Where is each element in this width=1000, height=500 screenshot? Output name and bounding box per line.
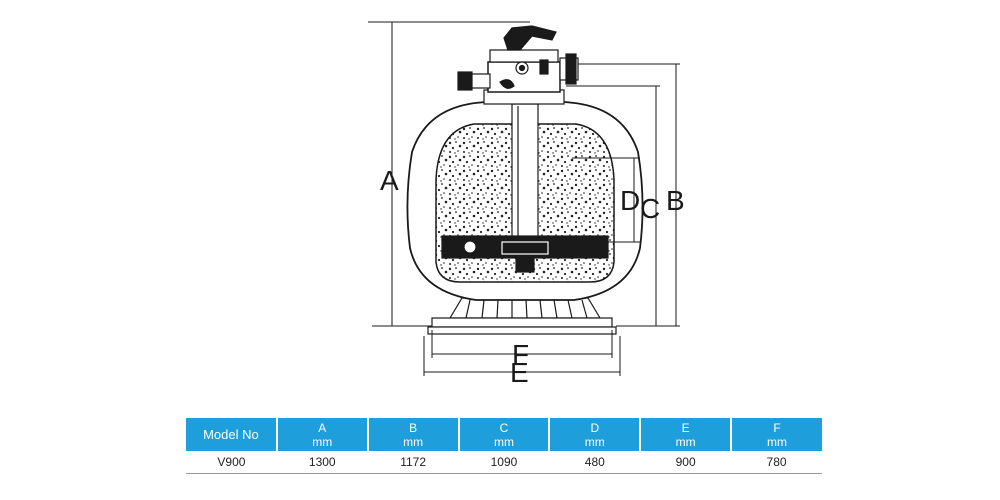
dimension-label-c: C: [640, 193, 660, 224]
header-c-unit: mm: [493, 434, 514, 449]
header-d-unit: mm: [584, 434, 605, 449]
multiport-valve: [457, 25, 579, 105]
cell-a: 1300: [276, 451, 368, 474]
cell-model: V900: [186, 451, 277, 474]
header-f-unit: mm: [767, 434, 788, 449]
header-e-label: E: [681, 420, 690, 435]
cell-b: 1172: [367, 451, 459, 474]
center-pipe: [511, 103, 539, 241]
dimension-label-f: F: [512, 339, 529, 370]
header-model-label: Model No: [203, 426, 259, 442]
laterals: [441, 235, 609, 273]
header-b-unit: mm: [403, 434, 424, 449]
cell-f: 780: [731, 451, 822, 474]
header-a-label: A: [318, 420, 327, 435]
cell-d: 480: [549, 451, 641, 474]
header-b-label: B: [409, 420, 418, 435]
header-e-unit: mm: [675, 434, 696, 449]
header-c-label: C: [499, 420, 509, 435]
dimension-label-d: D: [620, 185, 640, 216]
table-row: V900 1300 1172 1090 480 900 780: [186, 451, 822, 474]
header-d-label: D: [590, 420, 600, 435]
header-model: Model No: [186, 418, 278, 451]
dimension-label-b: B: [666, 185, 685, 216]
dimension-label-a: A: [380, 165, 399, 196]
dimension-label-e: E: [510, 357, 529, 388]
filter-base: [427, 297, 617, 335]
header-f-label: F: [773, 420, 781, 435]
cell-e: 900: [640, 451, 732, 474]
header-a-unit: mm: [312, 434, 333, 449]
cell-c: 1090: [458, 451, 550, 474]
sand-filter-diagram: A D C B F E: [368, 21, 685, 388]
